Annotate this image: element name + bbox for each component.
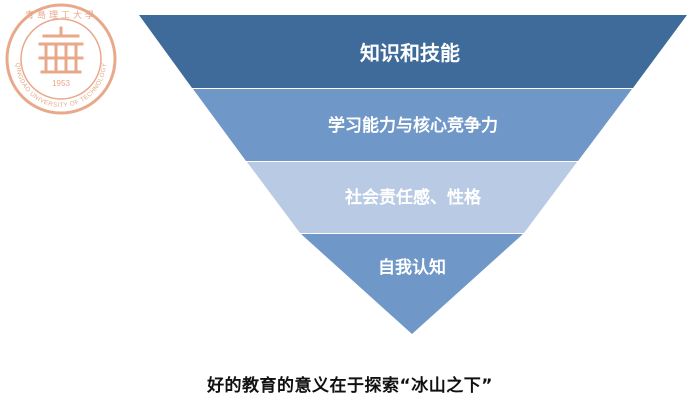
- emblem-icon: [38, 26, 84, 74]
- iceberg-layer-3-label: 社会责任感、性格: [344, 187, 482, 208]
- logo-year: 1953: [52, 79, 70, 88]
- caption: 好的教育的意义在于探索“冰山之下”: [207, 376, 493, 396]
- iceberg-layer-2-label: 学习能力与核心竞争力: [328, 115, 498, 136]
- iceberg-layer-1-label: 知识和技能: [360, 41, 460, 65]
- university-logo: 1953 青島理工大學 QINGDAO UNIVERSITY OF TECHNO…: [5, 3, 117, 115]
- iceberg-layer-4-label: 自我认知: [378, 257, 446, 278]
- iceberg-layer-3: [247, 162, 577, 233]
- iceberg-layer-2: [193, 89, 632, 161]
- iceberg-layer-1: [139, 15, 687, 88]
- logo-top-text: 青島理工大學: [25, 9, 97, 21]
- iceberg-layer-4: [301, 234, 523, 334]
